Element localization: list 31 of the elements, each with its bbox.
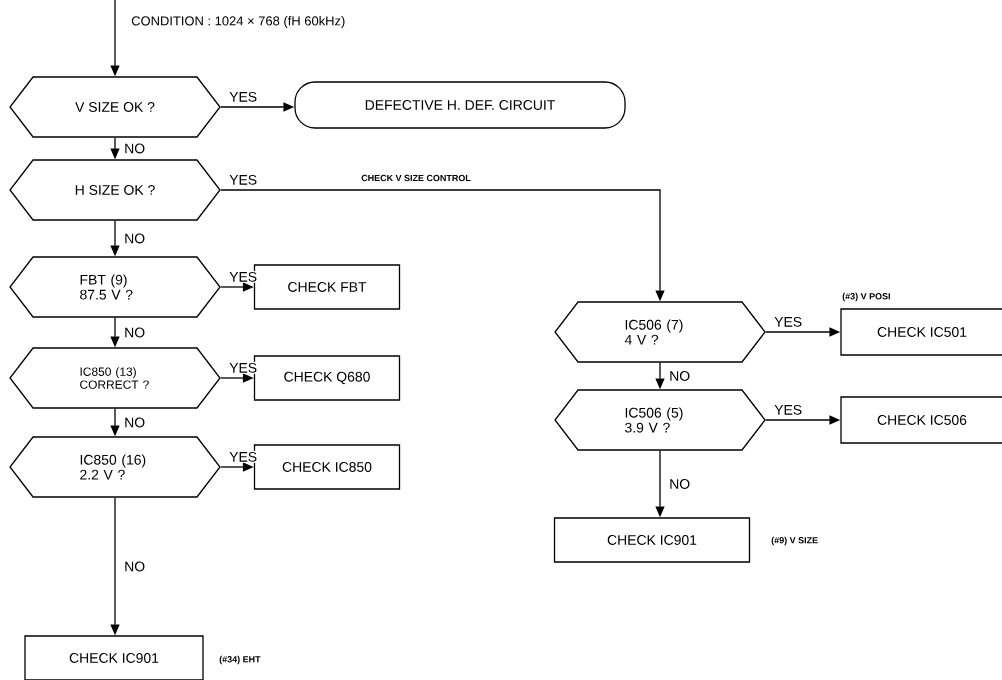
process-box: CHECK IC901 [553,517,751,563]
edge-label: YES [228,270,259,283]
edge-label: YES [228,173,259,186]
process-box: CHECK IC901 [24,635,204,680]
edge-label: NO [123,142,147,155]
edge-label: YES [228,90,259,103]
edge-label: NO [123,560,147,573]
edge-label: NO [668,370,692,382]
decision-hexagon: H SIZE OK ? [9,159,221,221]
decision-hexagon: IC506 (5) 3.9 V ? [554,389,766,451]
decision-hexagon: V SIZE OK ? [9,76,221,138]
edge-label: NO [123,326,147,339]
edge-label: NO [668,478,692,490]
note-label: CONDITION : 1024 × 768 (fH 60kHz) [130,14,347,29]
edge-label: YES [228,450,259,463]
edge-label: YES [228,361,259,374]
edge-label: NO [123,416,147,429]
edge-label: NO [123,232,147,245]
decision-hexagon: FBT (9) 87.5 V ? [9,256,221,318]
process-box: CHECK IC501 [840,308,1002,356]
note-label: CHECK V SIZE CONTROL [360,173,472,183]
decision-hexagon: IC850 (13) CORRECT ? [9,347,221,409]
decision-hexagon: IC850 (16) 2.2 V ? [9,436,221,498]
edge-label: YES [773,403,804,416]
note-label: (#3) V POSI [842,292,890,302]
edge-label: YES [773,315,804,328]
note-label: (#34) EHT [219,655,261,665]
decision-hexagon: IC506 (7) 4 V ? [554,301,766,363]
note-label: (#9) V SIZE [771,536,818,546]
process-box: CHECK IC506 [840,396,1002,444]
terminal-box: DEFECTIVE H. DEF. CIRCUIT [294,81,626,129]
